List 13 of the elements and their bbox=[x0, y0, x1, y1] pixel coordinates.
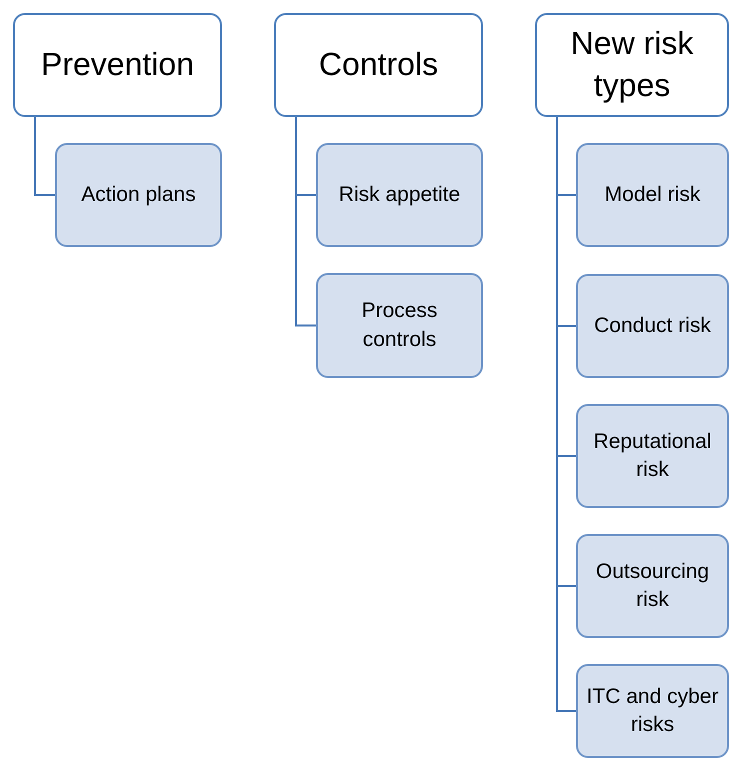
item-box: Risk appetite bbox=[316, 143, 483, 247]
item-box: Action plans bbox=[55, 143, 222, 247]
category-box: Controls bbox=[274, 13, 483, 117]
category-box: Prevention bbox=[13, 13, 222, 117]
connector-line bbox=[295, 117, 316, 326]
connector-line bbox=[34, 117, 55, 196]
item-box: Process controls bbox=[316, 273, 483, 378]
item-box: ITC and cyber risks bbox=[576, 664, 729, 758]
item-box: Model risk bbox=[576, 143, 729, 247]
item-box: Reputational risk bbox=[576, 404, 729, 508]
category-box: New risk types bbox=[535, 13, 729, 117]
item-box: Outsourcing risk bbox=[576, 534, 729, 638]
item-box: Conduct risk bbox=[576, 274, 729, 378]
